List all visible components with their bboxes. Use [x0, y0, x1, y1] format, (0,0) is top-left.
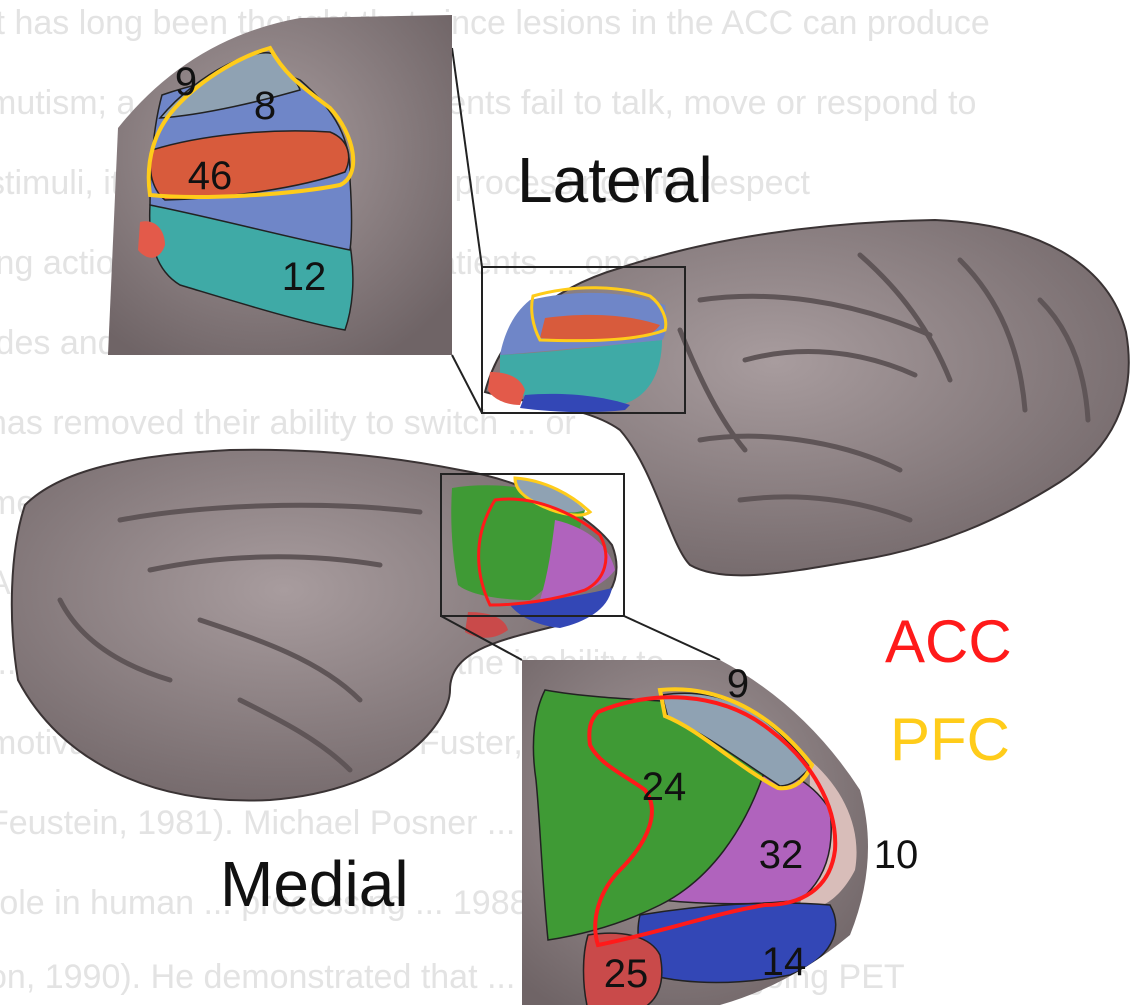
lateral-area-46-label: 46	[188, 156, 233, 196]
medial-inset	[522, 660, 868, 1005]
medial-callout-line	[624, 616, 720, 660]
legend-pfc-label: PFC	[890, 710, 1010, 770]
medial-area-24-label: 24	[642, 767, 687, 807]
legend-acc-label: ACC	[885, 612, 1012, 672]
lateral-callout-line	[452, 48, 482, 267]
lateral-area-9-label: 9	[175, 62, 197, 102]
lateral-area-8-label: 8	[254, 86, 276, 126]
medial-area-25-label: 25	[604, 954, 649, 994]
medial-view-title: Medial	[220, 852, 409, 916]
lateral-inset	[108, 15, 452, 355]
lateral-area-12-label: 12	[282, 257, 327, 297]
lateral-view-title: Lateral	[517, 148, 713, 212]
medial-area-14-label: 14	[762, 942, 807, 982]
medial-area-10-label: 10	[874, 835, 919, 875]
medial-area-32-label: 32	[759, 835, 804, 875]
medial-area-9-label: 9	[727, 664, 749, 704]
lateral-callout-line	[452, 355, 482, 413]
